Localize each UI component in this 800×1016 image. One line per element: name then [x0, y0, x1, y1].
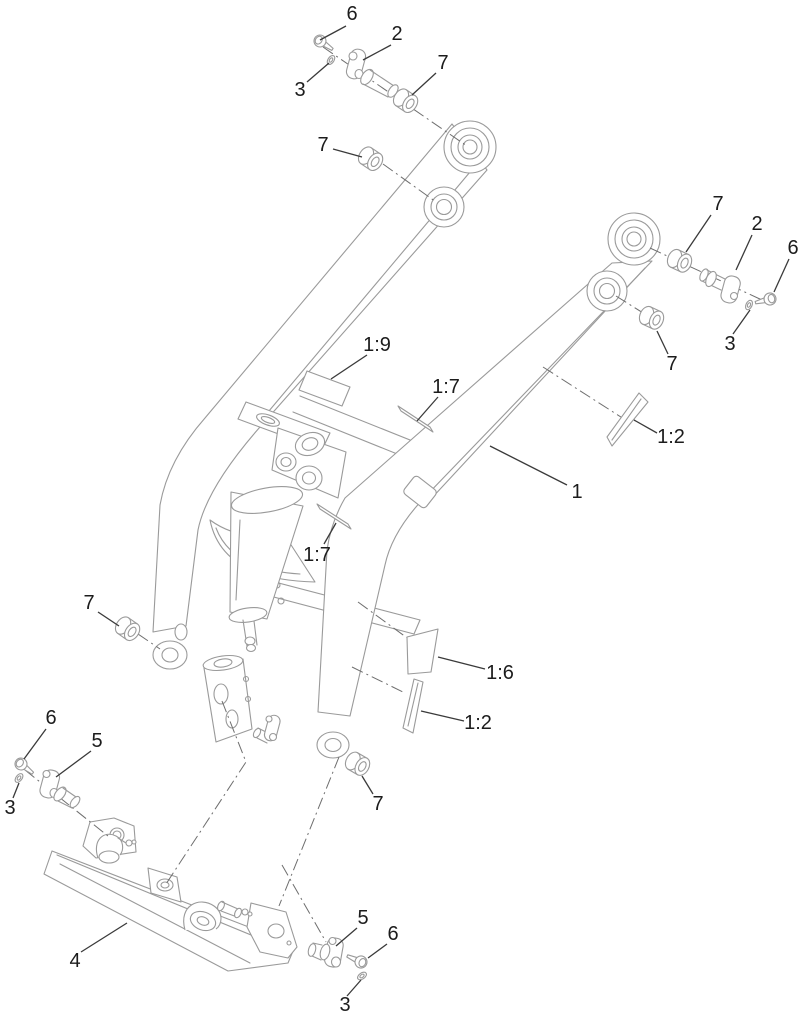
leader-line-1:6 — [437, 656, 486, 670]
callout-label-3: 3 — [339, 994, 350, 1016]
left-lift-arm — [152, 120, 497, 670]
leader-line-7 — [332, 148, 363, 158]
bolt-item6 — [344, 949, 370, 971]
bracket-pin — [252, 714, 281, 744]
callout-label-7: 7 — [83, 592, 94, 614]
bolt-item6 — [311, 32, 337, 55]
callout-label-3: 3 — [4, 797, 15, 819]
leader-line-2 — [362, 44, 392, 61]
callout-label-6: 6 — [346, 3, 357, 25]
callout-label-7: 7 — [712, 193, 723, 215]
leader-line-1:2 — [633, 419, 658, 434]
bushing-item7 — [354, 143, 387, 174]
decals — [298, 370, 649, 734]
decal-1-6 — [406, 628, 439, 675]
leader-line-3 — [346, 979, 362, 997]
leader-line-2 — [735, 234, 753, 271]
leader-line-3 — [732, 309, 751, 335]
leader-line-1:2 — [420, 710, 465, 722]
leader-line-1:9 — [330, 354, 368, 380]
callout-label-7: 7 — [317, 134, 328, 156]
attachment-mount-plate — [43, 817, 298, 972]
leader-line-5 — [55, 750, 92, 778]
callout-label-4: 4 — [69, 950, 80, 972]
leader-line-6 — [773, 258, 790, 293]
callout-label-1: 1 — [571, 481, 582, 503]
hydraulic-cylinder — [228, 486, 304, 653]
washer-item3 — [13, 771, 25, 785]
leader-line-1:7 — [323, 522, 337, 545]
washer-item3 — [355, 970, 369, 982]
callout-label-6: 6 — [45, 707, 56, 729]
callout-label-2: 2 — [751, 213, 762, 235]
leader-line-7 — [97, 611, 120, 627]
leader-line-3 — [12, 782, 20, 799]
callout-label-7: 7 — [372, 793, 383, 815]
pivot-pin-item2 — [699, 268, 741, 304]
left-latch-handle — [96, 833, 137, 864]
callout-label-3: 3 — [724, 333, 735, 355]
callout-label-1:2: 1:2 — [657, 426, 685, 448]
callout-label-6: 6 — [387, 923, 398, 945]
arm-access-hole — [403, 475, 437, 509]
leader-line-6 — [23, 728, 47, 760]
leader-line-6 — [367, 943, 388, 959]
callout-label-1:7: 1:7 — [303, 544, 331, 566]
callout-label-5: 5 — [91, 730, 102, 752]
cross-member — [209, 395, 441, 653]
leader-line-7 — [656, 330, 669, 355]
callout-label-5: 5 — [357, 907, 368, 929]
pivot-pin-item5 — [39, 769, 81, 809]
decal-1-9 — [298, 370, 351, 407]
bushing-item7 — [664, 246, 695, 276]
callout-label-1:2: 1:2 — [464, 712, 492, 734]
callout-label-7: 7 — [666, 353, 677, 375]
bolt-item6 — [753, 291, 778, 310]
cylinder-rod-end — [245, 643, 257, 653]
right-latch-handle — [183, 900, 253, 932]
leader-line-7 — [411, 72, 437, 96]
washer-item3 — [743, 298, 755, 312]
rod-mount-bracket — [202, 654, 281, 744]
pivot-pin-item5 — [307, 936, 344, 968]
callout-label-3: 3 — [294, 79, 305, 101]
callout-label-1:9: 1:9 — [363, 334, 391, 356]
callout-label-6: 6 — [787, 237, 798, 259]
callout-label-7: 7 — [437, 52, 448, 74]
bushing-item7 — [111, 613, 144, 644]
bushing-item7 — [341, 748, 374, 779]
callout-label-1:7: 1:7 — [432, 376, 460, 398]
leader-line-7 — [361, 775, 374, 795]
hardware — [12, 32, 778, 982]
leader-line-5 — [335, 927, 358, 947]
leader-line-1:7 — [416, 396, 439, 422]
decal-1-7 — [316, 503, 352, 530]
leader-line-6 — [319, 25, 347, 41]
right-lift-arm — [316, 212, 661, 759]
bushing-item7 — [636, 303, 667, 333]
pivot-pin-item2 — [345, 48, 399, 98]
callout-label-1:6: 1:6 — [486, 662, 514, 684]
leader-line-3 — [306, 62, 330, 83]
leader-line-4 — [80, 922, 128, 953]
leader-line-1 — [489, 445, 568, 486]
callout-label-2: 2 — [391, 23, 402, 45]
decal-1-7 — [397, 405, 434, 433]
leader-line-7 — [685, 214, 712, 253]
